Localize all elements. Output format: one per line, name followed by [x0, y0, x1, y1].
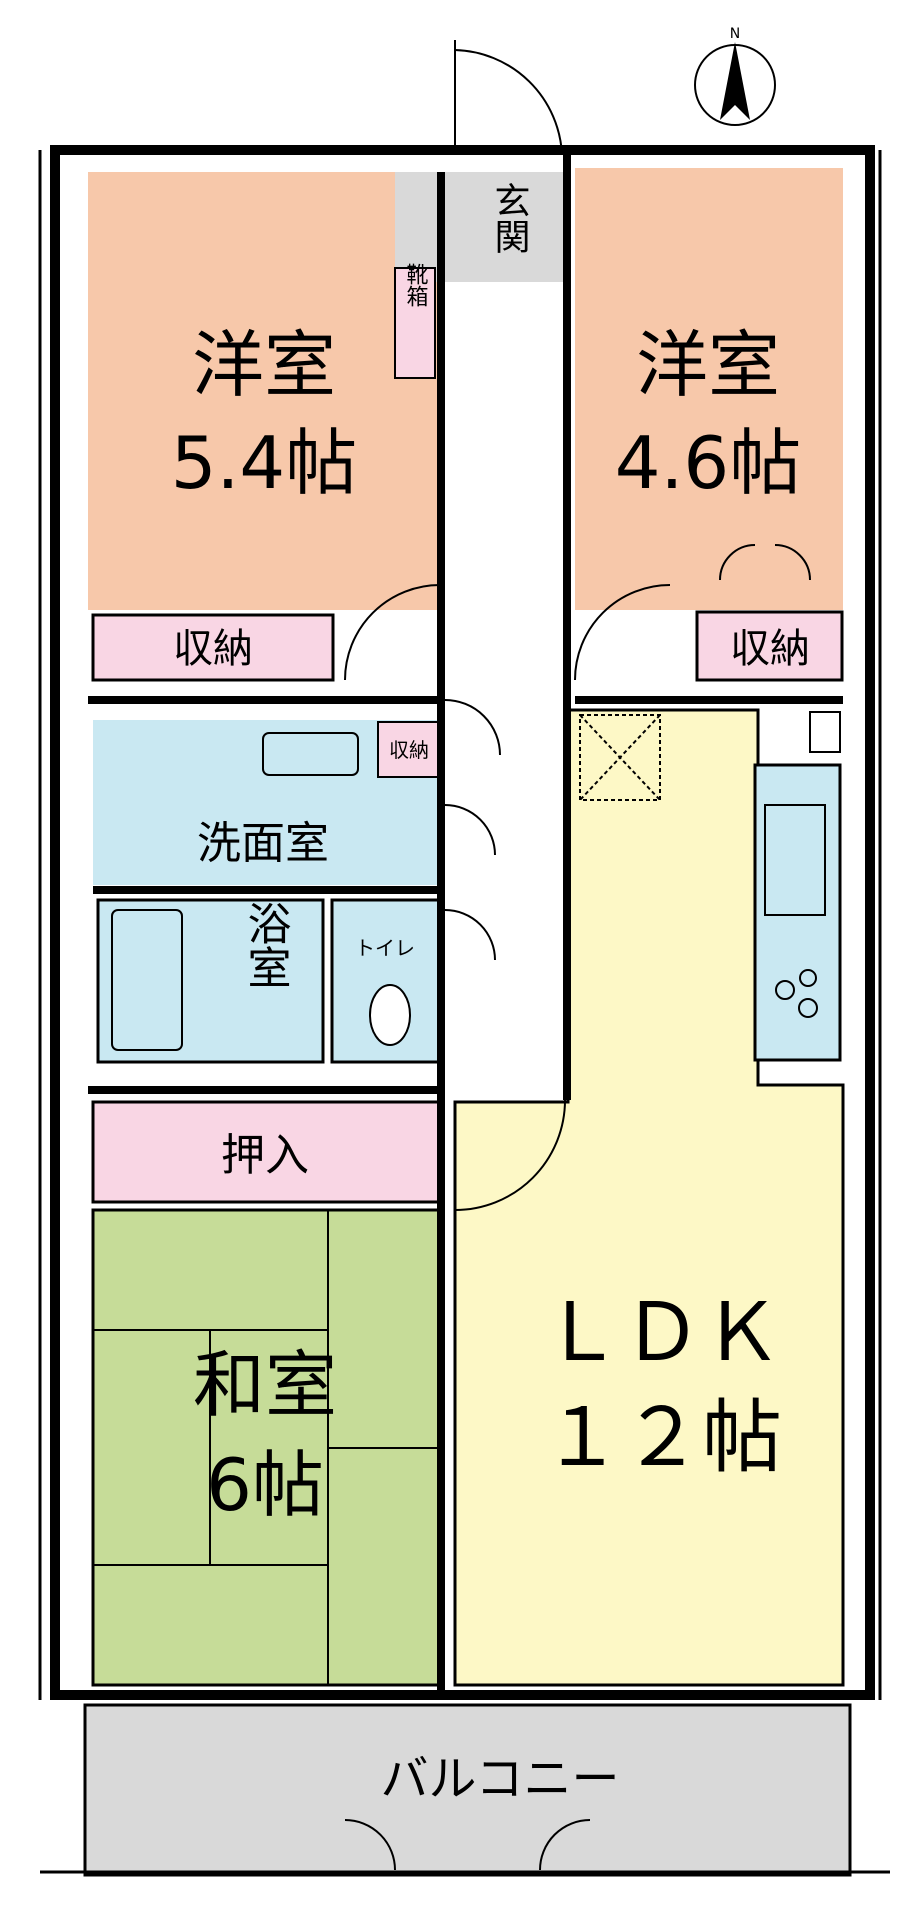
- stove-icon: [775, 969, 818, 1018]
- western-room-2-name: 洋室: [636, 323, 780, 407]
- toilet-label: トイレ: [355, 936, 415, 960]
- western-room-1-name: 洋室: [192, 323, 336, 407]
- door-swings: [344, 40, 811, 1871]
- fridge-space: [809, 711, 841, 753]
- storage-3: [377, 721, 441, 778]
- western-room-1-size: 5.4帖: [171, 421, 358, 505]
- western-room-1: [88, 172, 440, 610]
- western-room-2: [575, 168, 843, 610]
- storage-3-label: 収納: [389, 738, 429, 762]
- storage-2-label: 収納: [730, 626, 810, 672]
- washbasin-icon: [262, 732, 359, 776]
- washroom-label: 洗面室: [197, 818, 329, 869]
- storage-2: [695, 610, 844, 682]
- hallway: [445, 282, 563, 1102]
- bathroom-label: 浴室: [240, 901, 291, 989]
- closet-label: 押入: [221, 1130, 309, 1181]
- entrance: [395, 172, 563, 282]
- interior-walls: [88, 150, 843, 1690]
- shoe-box-label: 靴箱: [403, 263, 429, 307]
- balcony: [83, 1703, 852, 1877]
- north-arrow-icon: [694, 42, 776, 126]
- entrance-label: 玄関: [489, 182, 530, 254]
- western-room-2-size: 4.6帖: [615, 421, 802, 505]
- kitchen-sink: [764, 804, 826, 916]
- tatami-lines: [93, 1210, 441, 1685]
- bathtub-icon: [111, 909, 183, 1051]
- ventilation-box: [579, 714, 661, 801]
- toilet-icon: [369, 984, 411, 1046]
- storage-1-label: 収納: [173, 626, 253, 672]
- compass-label: N: [730, 26, 740, 42]
- balcony-label: バルコニー: [380, 1751, 619, 1807]
- ldk-name: ＬＤＫ: [542, 1286, 782, 1379]
- shoe-box: [394, 267, 436, 379]
- outer-wall: [50, 145, 875, 1700]
- ldk-size: １２帖: [542, 1391, 782, 1484]
- storage-1: [91, 613, 335, 682]
- bathroom: [96, 898, 325, 1064]
- kitchen-counter: [753, 763, 842, 1062]
- japanese-room-name: 和室: [193, 1343, 337, 1427]
- japanese-room-size: 6帖: [206, 1443, 324, 1527]
